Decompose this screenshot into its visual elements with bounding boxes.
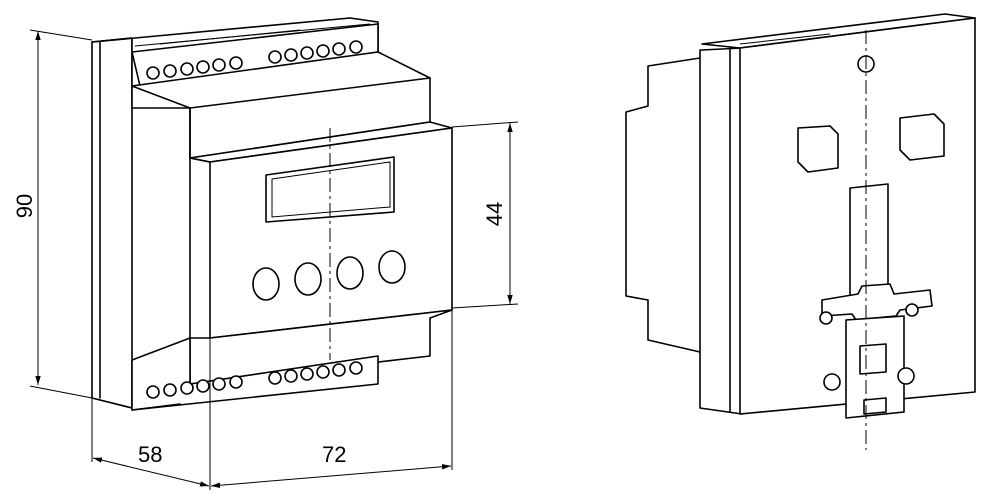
rear-screw-bottom-left [823, 373, 841, 391]
rear-view-device [625, 13, 976, 450]
din-clip [821, 283, 933, 321]
front-face [209, 127, 453, 339]
rear-clip-left [797, 125, 839, 173]
top-terminals [146, 40, 363, 80]
side-panel [91, 37, 133, 409]
dim-label-width: 72 [322, 442, 346, 467]
dim-label-height: 90 [12, 194, 37, 218]
button-3 [336, 256, 364, 290]
button-2 [294, 262, 322, 296]
dimension-90: 90 [12, 29, 93, 399]
dimension-58: 58 [91, 338, 211, 490]
dim-label-depth: 58 [138, 442, 162, 467]
dim-label-display-height: 44 [482, 202, 507, 226]
button-4 [378, 250, 406, 284]
rear-screw-bottom-right [897, 367, 915, 385]
dimension-72: 72 [210, 310, 453, 488]
rear-side-profile [625, 47, 743, 415]
rear-clip-right [899, 113, 945, 161]
dimension-44: 44 [451, 121, 519, 309]
button-1 [252, 267, 280, 301]
front-buttons [252, 250, 406, 301]
front-view-device [91, 17, 453, 411]
bottom-terminals [146, 361, 363, 399]
din-rail-channel [849, 183, 889, 297]
